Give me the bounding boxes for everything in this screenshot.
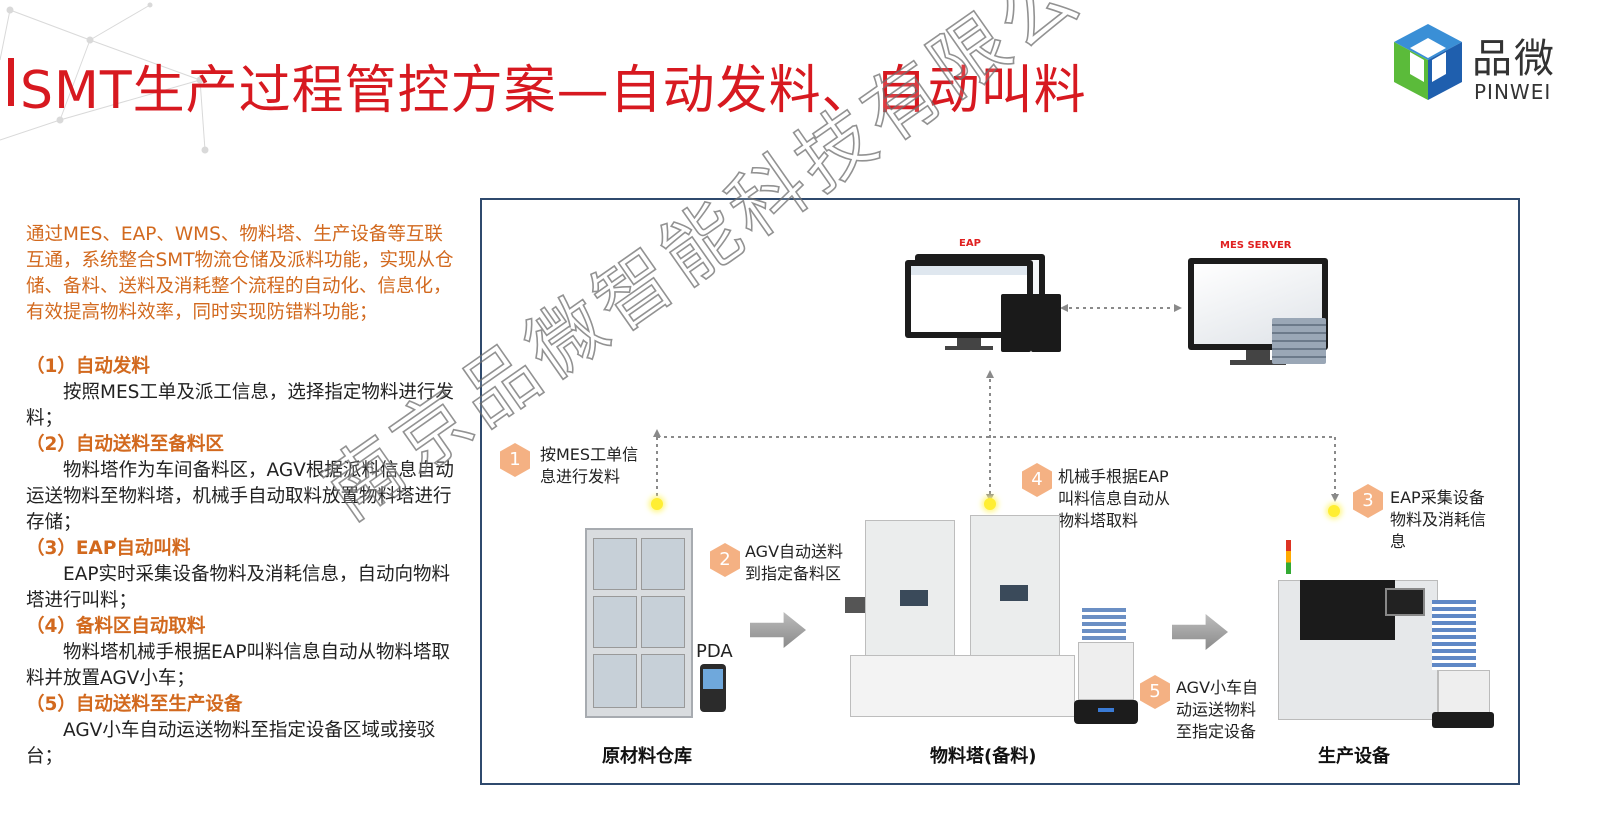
caption-warehouse: 原材料仓库 xyxy=(602,746,692,767)
section-5: （5）自动送料至生产设备 AGV小车自动运送物料至指定设备区域或接驳台； xyxy=(26,692,456,770)
section-3: （3）EAP自动叫料 EAP实时采集设备物料及消耗信息，自动向物料塔进行叫料； xyxy=(26,536,456,614)
pda-label: PDA xyxy=(696,641,733,662)
section-2: （2）自动送料至备料区 物料塔作为车间备料区，AGV根据派料信息自动运送物料至物… xyxy=(26,432,456,536)
material-tower-machine xyxy=(840,505,1080,720)
section-1: （1）自动发料 按照MES工单及派工信息，选择指定物料进行发料； xyxy=(26,354,456,432)
section-title: （1）自动发料 xyxy=(26,356,150,377)
section-body: AGV小车自动运送物料至指定设备区域或接驳台； xyxy=(26,720,436,767)
warehouse-cabinet xyxy=(585,528,693,718)
section-title: （4）备料区自动取料 xyxy=(26,616,206,637)
cube-logo-icon xyxy=(1394,24,1462,100)
process-diagram-frame xyxy=(480,198,1520,785)
intro-paragraph: 通过MES、EAP、WMS、物料塔、生产设备等互联互通，系统整合SMT物流仓储及… xyxy=(26,224,454,323)
section-body: 按照MES工单及派工信息，选择指定物料进行发料； xyxy=(26,382,454,429)
step-2-badge: 2 xyxy=(710,543,740,577)
server-rack-icon xyxy=(1272,318,1326,364)
section-body: EAP实时采集设备物料及消耗信息，自动向物料塔进行叫料； xyxy=(26,564,451,611)
section-title: （5）自动送料至生产设备 xyxy=(26,694,243,715)
step-2-text: AGV自动送料 到指定备料区 xyxy=(745,542,844,583)
pinwei-logo: 品微 PINWEI xyxy=(1388,20,1588,110)
logo-text-en: PINWEI xyxy=(1474,80,1552,104)
mes-server-label: MES SERVER xyxy=(1220,240,1292,251)
section-title: （3）EAP自动叫料 xyxy=(26,538,191,559)
pda-device-icon xyxy=(700,664,726,712)
section-4: （4）备料区自动取料 物料塔机械手根据EAP叫料信息自动从物料塔取料并放置AGV… xyxy=(26,614,456,692)
section-body: 物料塔机械手根据EAP叫料信息自动从物料塔取料并放置AGV小车； xyxy=(26,642,451,689)
logo-text-cn: 品微 xyxy=(1472,36,1556,82)
caption-equipment: 生产设备 xyxy=(1318,746,1390,767)
network-decoration xyxy=(0,2,209,154)
step-5-badge: 5 xyxy=(1140,675,1170,709)
page-title: SMT生产过程管控方案—自动发料、自动叫料 xyxy=(20,61,1087,121)
section-title: （2）自动送料至备料区 xyxy=(26,434,224,455)
description-panel: 通过MES、EAP、WMS、物料塔、生产设备等互联互通，系统整合SMT物流仓储及… xyxy=(26,222,456,770)
eap-server-tower xyxy=(1031,294,1061,352)
signal-dot xyxy=(1328,505,1340,517)
agv-cart xyxy=(1074,608,1138,726)
signal-dot xyxy=(651,498,663,510)
step-5-text: AGV小车自 动运送物料 至指定设备 xyxy=(1176,678,1259,741)
step-1-text: 按MES工单信 息进行发料 xyxy=(540,445,639,486)
eap-workstation: EAP xyxy=(905,238,1065,358)
section-body: 物料塔作为车间备料区，AGV根据派料信息自动运送物料至物料塔，机械手自动取料放置… xyxy=(26,460,454,533)
title-accent-bar xyxy=(8,58,14,106)
signal-dot xyxy=(984,498,996,510)
mes-server-station: MES SERVER xyxy=(1188,240,1338,370)
step-4-text: 机械手根据EAP 叫料信息自动从 物料塔取料 xyxy=(1058,467,1171,530)
caption-material-tower: 物料塔(备料) xyxy=(930,746,1037,767)
production-equipment xyxy=(1270,540,1500,730)
eap-server-tower xyxy=(1001,294,1031,352)
eap-label: EAP xyxy=(959,238,981,249)
step-3-text: EAP采集设备 物料及消耗信 息 xyxy=(1390,488,1487,551)
